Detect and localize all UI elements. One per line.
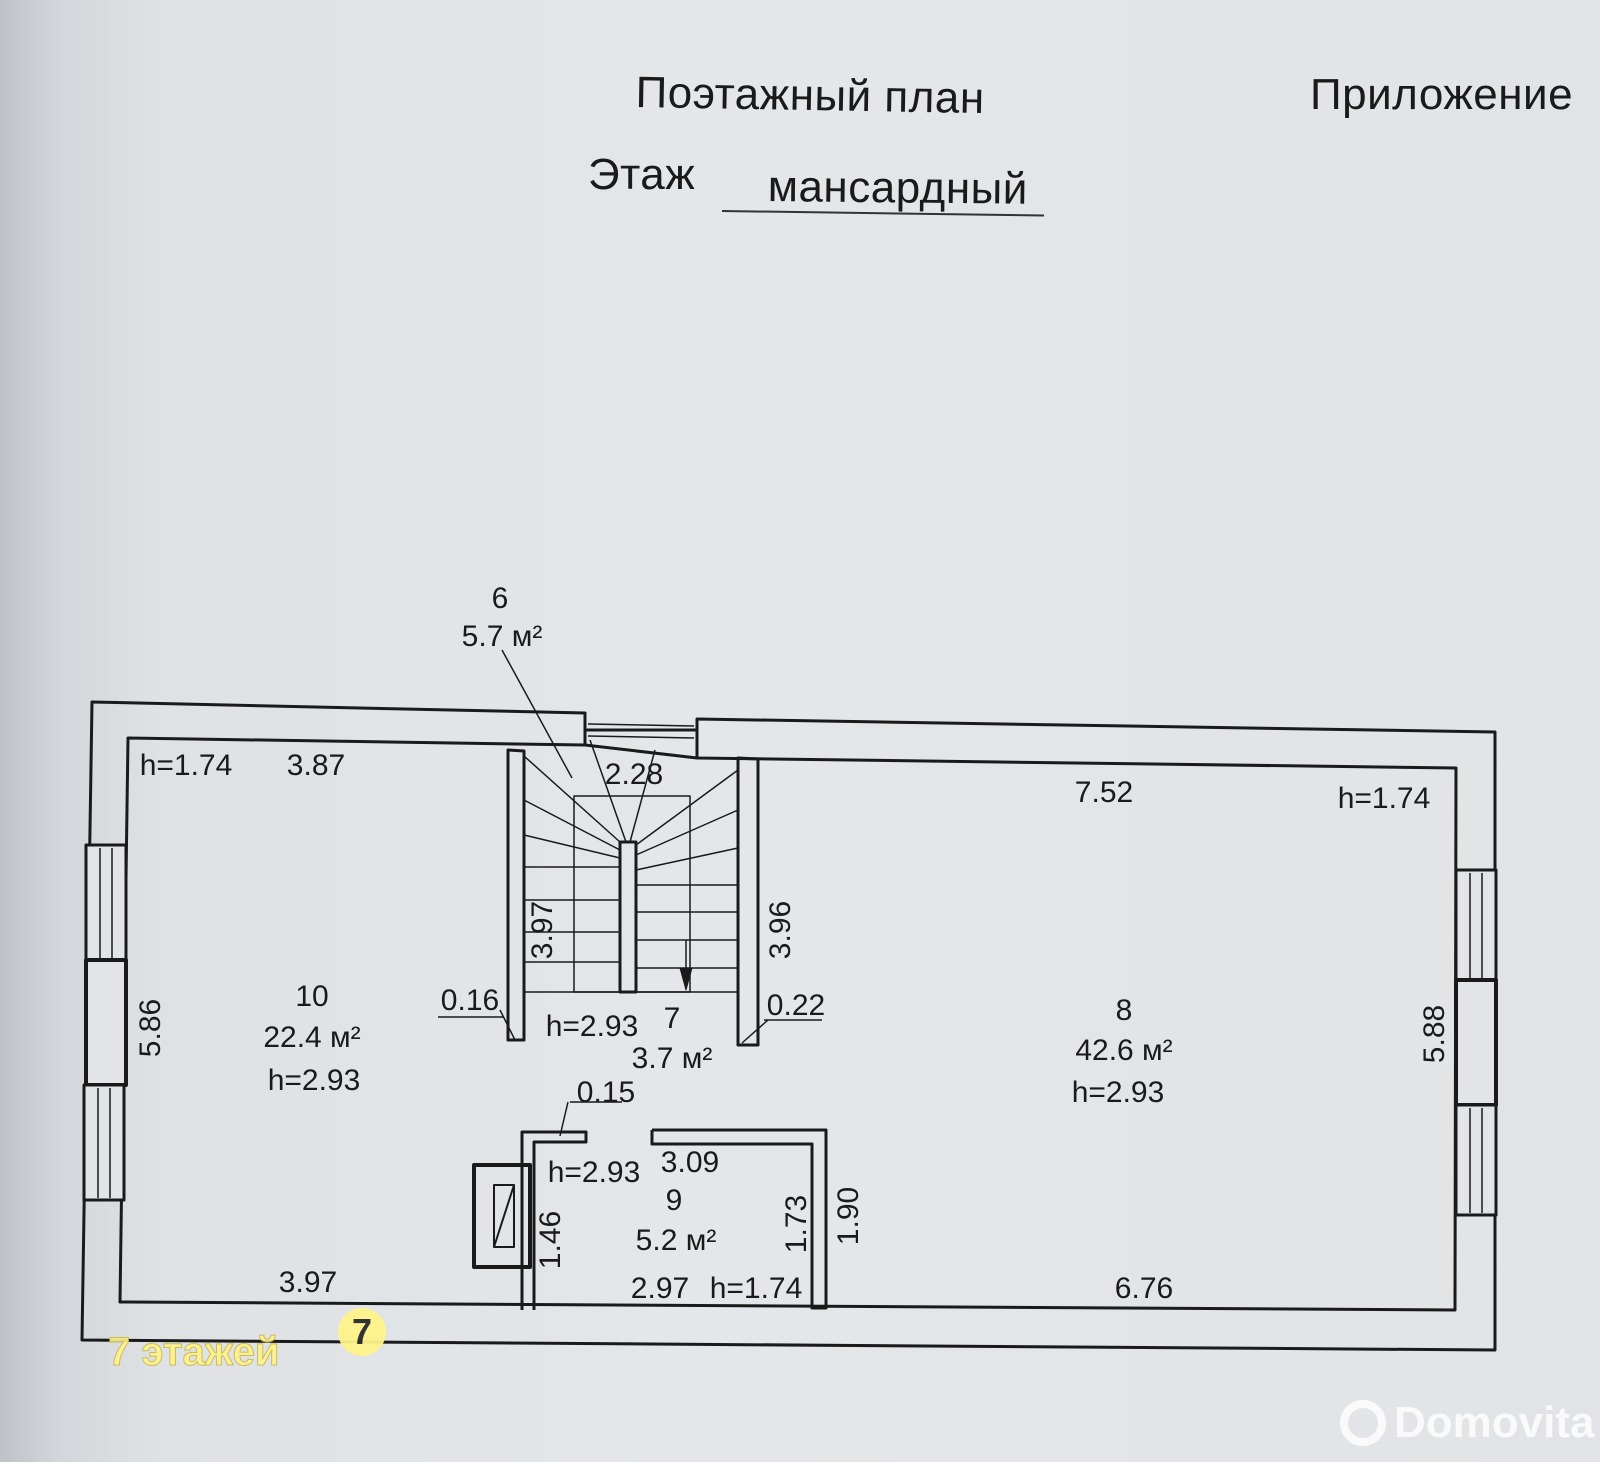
dim-stair-width: 2.28 <box>605 758 663 791</box>
room7-height: h=2.93 <box>546 1010 639 1043</box>
window-right-upper <box>1454 868 1498 982</box>
dim-stair-left: 3.97 <box>526 901 559 959</box>
wall-pier-right <box>1454 978 1498 1107</box>
stair-newel <box>618 840 638 994</box>
chimney <box>472 1163 532 1269</box>
room9-wall-right <box>650 1128 828 1310</box>
watermark-7-etazhei: 7 этажей <box>107 1330 280 1375</box>
dim-room10-top: 3.87 <box>287 749 345 782</box>
room9-low-height: h=1.74 <box>710 1272 803 1305</box>
room6-leader <box>501 649 573 779</box>
room10-height: h=2.93 <box>268 1064 361 1097</box>
stair-steps <box>523 739 739 993</box>
watermark-7-badge: 7 <box>338 1308 386 1356</box>
room9-number: 9 <box>666 1184 683 1217</box>
room8-corner-height: h=1.74 <box>1338 782 1431 815</box>
dim-stair-right: 3.96 <box>764 901 797 959</box>
dim-room10-side: 5.86 <box>134 999 167 1057</box>
window-left-upper <box>84 843 128 962</box>
room9-area: 5.2 м² <box>636 1224 717 1257</box>
domovita-logo-icon <box>1340 1400 1386 1446</box>
dim-room9-right: 1.73 <box>780 1195 813 1253</box>
stair-wall-right <box>736 756 760 1047</box>
room10-area: 22.4 м² <box>263 1021 360 1054</box>
room8-number: 8 <box>1116 994 1133 1027</box>
dim-room10-bottom: 3.97 <box>279 1266 337 1299</box>
room6-area: 5.7 м² <box>462 620 543 653</box>
room8-height: h=2.93 <box>1072 1076 1165 1109</box>
dim-room9-top: 3.09 <box>661 1146 719 1179</box>
appendix-label: Приложение <box>1310 70 1574 119</box>
room9-height: h=2.93 <box>548 1156 641 1189</box>
room10-corner-height: h=1.74 <box>140 749 233 782</box>
wall-pier-left <box>84 958 128 1087</box>
room7-number: 7 <box>664 1002 681 1035</box>
room7-area: 3.7 м² <box>632 1042 713 1075</box>
dim-room9-left: 1.46 <box>534 1211 567 1269</box>
dim-wall-right: 0.22 <box>767 989 825 1022</box>
dim-room8-top: 7.52 <box>1075 776 1133 809</box>
room8-area: 42.6 м² <box>1075 1034 1172 1067</box>
room6-number: 6 <box>492 582 509 615</box>
floor-label: Этаж <box>588 150 696 199</box>
window-left-lower <box>82 1083 126 1202</box>
watermark-domovita: Domovita <box>1340 1398 1594 1448</box>
watermark-domovita-text: Domovita <box>1394 1398 1595 1447</box>
room10-number: 10 <box>295 980 328 1013</box>
stair-wall-left <box>506 748 526 1042</box>
dim-wall-room9: 0.15 <box>577 1076 635 1109</box>
dim-room8-side: 5.88 <box>1418 1005 1451 1063</box>
dim-room9-bottom: 2.97 <box>631 1272 689 1305</box>
room9-wall-left <box>520 1130 588 1310</box>
dim-room9-outer: 1.90 <box>832 1187 865 1245</box>
dim-wall-left: 0.16 <box>441 984 499 1017</box>
dim-room8-bottom: 6.76 <box>1115 1272 1173 1305</box>
window-right-lower <box>1454 1103 1498 1217</box>
